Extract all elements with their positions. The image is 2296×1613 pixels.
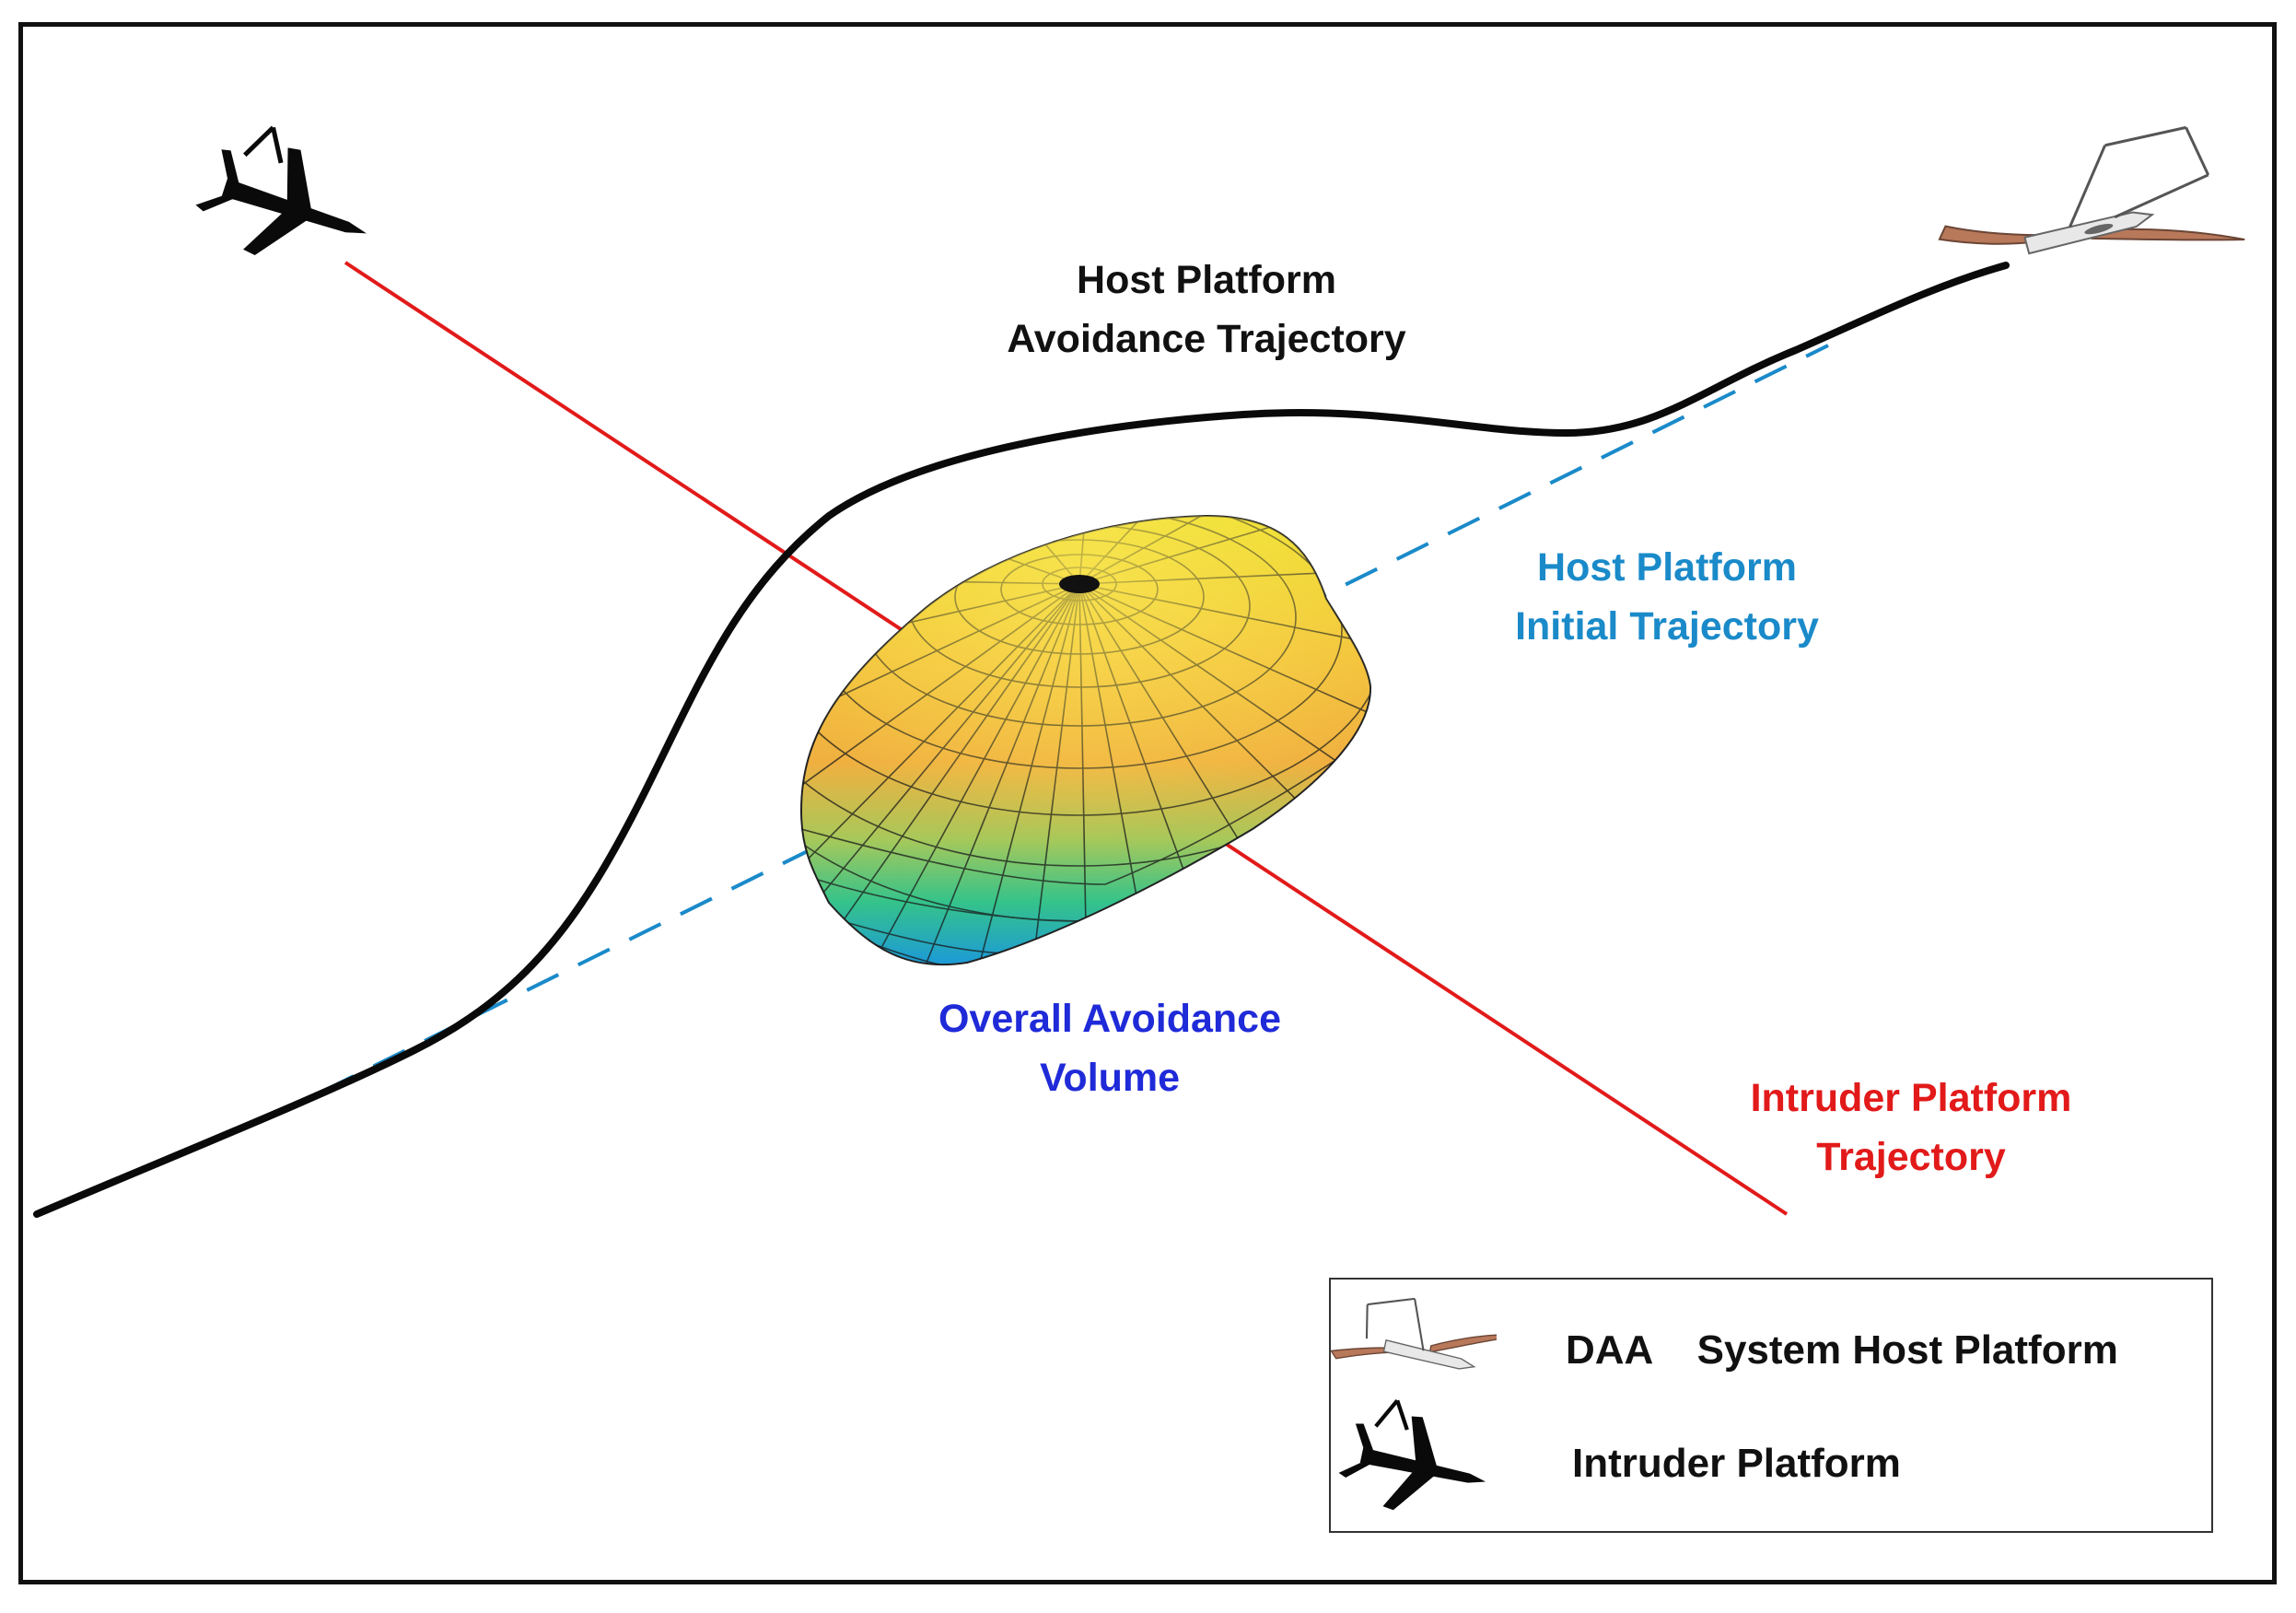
initial-trajectory-label: Host Platform Initial Trajectory xyxy=(1381,538,1952,656)
legend-box: DAA System Host Platform Intruder Platfo… xyxy=(1329,1278,2213,1533)
legend-host-label: DAA System Host Platform xyxy=(1566,1327,2118,1373)
legend-intruder-aircraft-icon xyxy=(1338,1398,1486,1511)
initial-trajectory-label-line1: Host Platform xyxy=(1537,545,1797,590)
initial-trajectory-line xyxy=(321,344,1829,1093)
legend-host-aircraft-icon xyxy=(1331,1297,1497,1370)
host-aircraft-icon xyxy=(1938,125,2245,255)
avoidance-trajectory-label-line2: Avoidance Trajectory xyxy=(1007,317,1406,361)
legend-intruder-label: Intruder Platform xyxy=(1572,1441,1901,1486)
avoidance-trajectory-line xyxy=(33,262,2010,1218)
avoidance-trajectory-label: Host Platform Avoidance Trajectory xyxy=(875,251,1538,368)
avoidance-trajectory-label-line1: Host Platform xyxy=(1077,258,1336,302)
intruder-aircraft-icon xyxy=(195,125,367,256)
initial-trajectory-label-line2: Initial Trajectory xyxy=(1515,604,1819,649)
avoidance-volume-label: Overall Avoidance Volume xyxy=(829,989,1391,1107)
intruder-trajectory-label-line2: Trajectory xyxy=(1816,1135,2006,1179)
legend-icons xyxy=(1331,1297,1497,1511)
intruder-trajectory-label-line1: Intruder Platform xyxy=(1750,1076,2072,1120)
intruder-trajectory-label: Intruder Platform Trajectory xyxy=(1635,1069,2187,1186)
avoidance-volume-label-line2: Volume xyxy=(1039,1056,1181,1100)
avoidance-volume-shape xyxy=(799,514,1372,966)
avoidance-volume-label-line1: Overall Avoidance xyxy=(938,997,1282,1041)
